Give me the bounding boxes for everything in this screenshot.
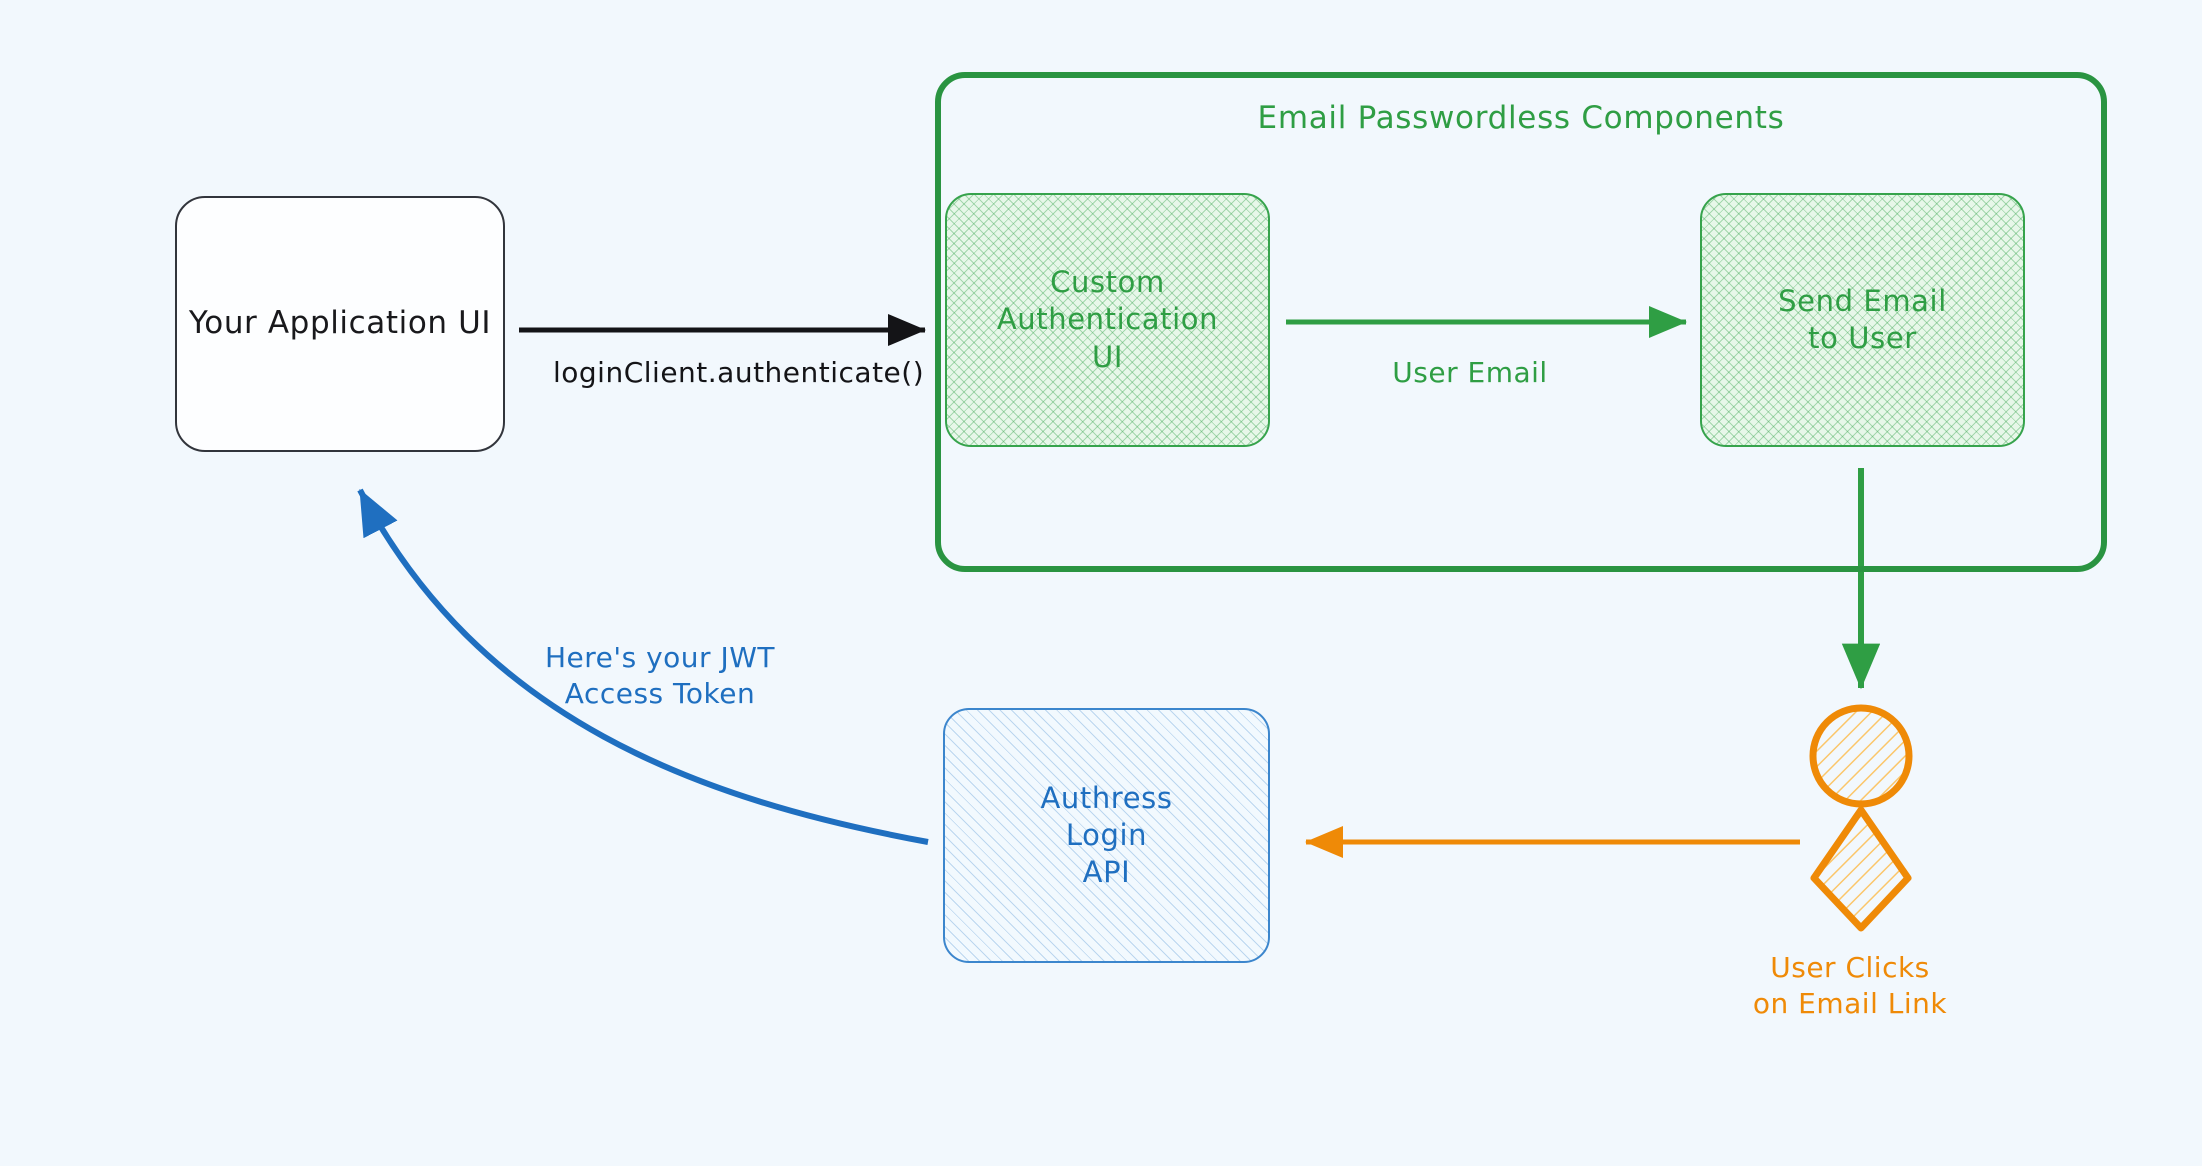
node-label-app-ui: Your Application UI	[188, 305, 492, 342]
node-custom-authentication-ui[interactable]: Custom Authentication UI	[945, 193, 1270, 447]
edge-label-user-email: User Email	[1392, 356, 1548, 389]
user-actor-icon	[1809, 704, 1913, 932]
group-email-passwordless-components[interactable]	[935, 72, 2107, 572]
node-your-application-ui[interactable]: Your Application UI	[175, 196, 505, 452]
edge-label-authenticate: loginClient.authenticate()	[553, 356, 925, 389]
node-authress-login-api[interactable]: Authress Login API	[943, 708, 1270, 963]
node-label-send-email: Send Email to User	[1778, 283, 1947, 355]
edge-label-jwt: Here's your JWT Access Token	[545, 641, 775, 711]
node-send-email-to-user[interactable]: Send Email to User	[1700, 193, 2025, 447]
group-title: Email Passwordless Components	[1257, 100, 1785, 136]
actor-caption-user-clicks: User Clicks on Email Link	[1752, 951, 1948, 1021]
node-label-custom-auth-ui: Custom Authentication UI	[996, 265, 1219, 374]
node-label-authress-login-api: Authress Login API	[1040, 780, 1173, 890]
